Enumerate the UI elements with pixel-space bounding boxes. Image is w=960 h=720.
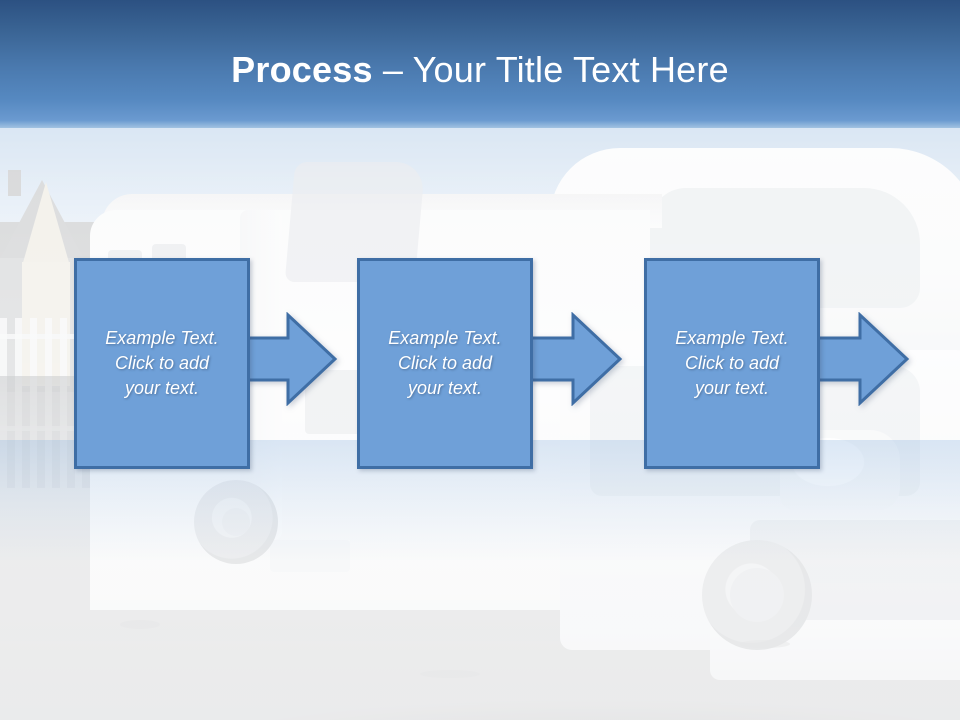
title-banner: Process – Your Title Text Here [0,0,960,128]
page-title: Process – Your Title Text Here [0,48,960,92]
page-title-rest: – Your Title Text Here [372,49,729,90]
house-left-gable-roof [22,182,70,266]
motorhome-wheel-front [702,540,812,650]
process-step-box[interactable]: Example Text. Click to add your text. [357,258,533,469]
process-step-text[interactable]: Example Text. Click to add your text. [388,328,502,398]
process-step-box[interactable]: Example Text. Click to add your text. [74,258,250,469]
motorhome-wheel-rear [194,480,278,564]
motorhome-shadow [210,700,960,720]
process-step-box[interactable]: Example Text. Click to add your text. [644,258,820,469]
process-step-text[interactable]: Example Text. Click to add your text. [675,328,789,398]
page-title-bold: Process [231,49,373,90]
process-step-text[interactable]: Example Text. Click to add your text. [105,328,219,398]
motorhome-step [270,540,350,572]
